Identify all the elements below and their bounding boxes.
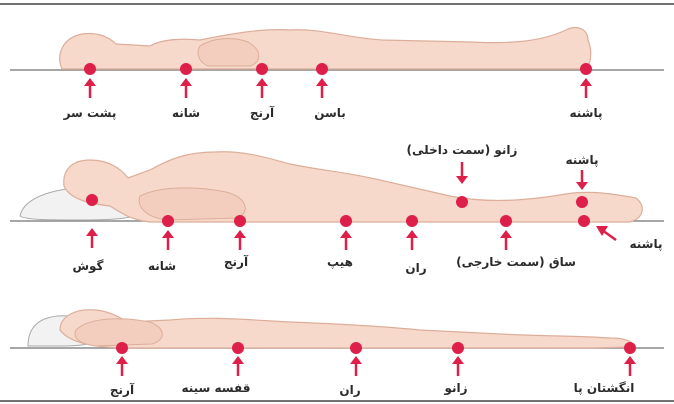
label-knee-inner: زانو (سمت داخلی) [407, 143, 518, 158]
label-ear: گوش [72, 259, 103, 274]
arrows-supine [84, 78, 592, 98]
label-elbow-supine: آرنج [250, 105, 275, 120]
label-thigh-prone: ران [339, 383, 360, 397]
point-elbow-supine [256, 63, 268, 75]
panel-supine: پشت سر شانه آرنج باسن پاشنه [10, 28, 664, 120]
point-knee-prone [452, 342, 464, 354]
arrows-prone [116, 356, 636, 376]
point-knee-inner [456, 196, 468, 208]
point-heel-side [578, 215, 590, 227]
label-elbow-prone: آرنج [110, 382, 135, 397]
label-knee-prone: زانو [443, 381, 467, 396]
panel-prone: آرنج قفسه سینه ران زانو انگشتان پا [10, 310, 664, 397]
point-thigh-lateral [406, 215, 418, 227]
label-leg: ساق (سمت خارجی) [456, 255, 576, 269]
point-hip [340, 215, 352, 227]
label-shoulder-supine: شانه [172, 106, 200, 120]
label-chest: قفسه سینه [181, 381, 250, 395]
point-thigh-prone [350, 342, 362, 354]
label-elbow-lateral: آرنج [224, 254, 249, 269]
point-toes [624, 342, 636, 354]
point-elbow-prone [116, 342, 128, 354]
point-chest [232, 342, 244, 354]
panel-lateral: زانو (سمت داخلی) پاشنه گوش شانه آرنج هیپ… [10, 143, 664, 275]
point-shoulder-lateral [162, 215, 174, 227]
label-shoulder-lateral: شانه [148, 259, 176, 273]
point-shoulder-supine [180, 63, 192, 75]
label-heel-supine: پاشنه [570, 106, 603, 120]
point-elbow-lateral [234, 215, 246, 227]
label-toes: انگشتان پا [574, 381, 635, 395]
label-hip: هیپ [327, 255, 353, 269]
point-heel-supine [580, 63, 592, 75]
label-thigh-lateral: ران [405, 261, 426, 275]
point-sacrum [316, 63, 328, 75]
point-heel-top [576, 196, 588, 208]
arm-supine [198, 39, 259, 66]
label-heel-side: پاشنه [630, 237, 663, 251]
arm-prone [75, 319, 162, 346]
point-leg [500, 215, 512, 227]
arm-lateral [139, 188, 245, 220]
label-heel-top: پاشنه [566, 153, 599, 167]
label-sacrum: باسن [314, 106, 346, 120]
point-occiput [84, 63, 96, 75]
body-silhouette-supine [60, 28, 591, 69]
label-occiput: پشت سر [63, 106, 117, 120]
point-ear [86, 194, 98, 206]
